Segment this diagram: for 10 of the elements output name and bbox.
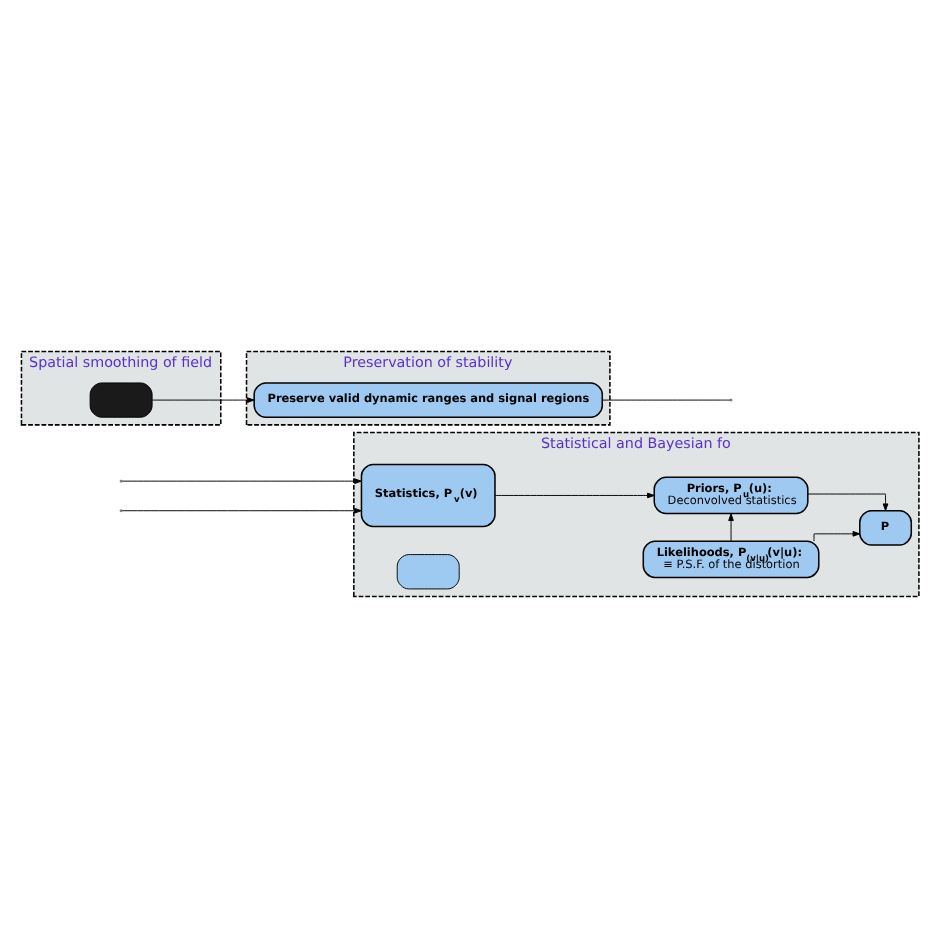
arrow: [813, 531, 861, 542]
arrow: [494, 492, 655, 499]
node-box: [89, 382, 153, 418]
arrow: [121, 507, 362, 514]
arrow: [151, 397, 255, 403]
connector: [602, 399, 731, 401]
arrow: [807, 493, 889, 512]
node-box: [396, 554, 460, 590]
arrow: [121, 478, 362, 484]
arrow: [728, 513, 734, 542]
